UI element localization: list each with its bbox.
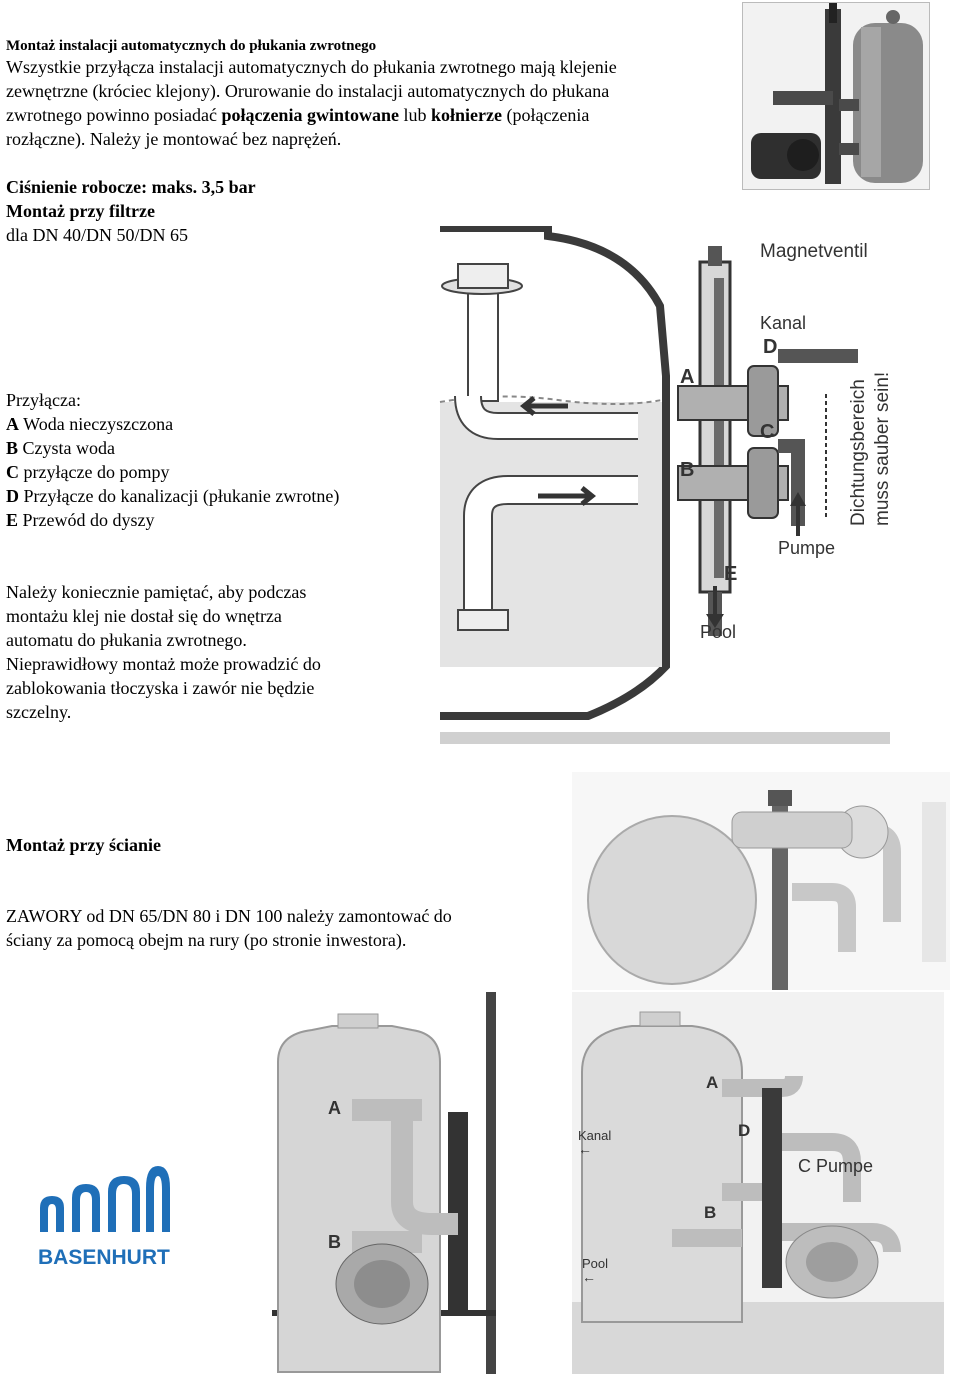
intro-line: zewnętrzne (króciec klejony). Orurowanie…	[6, 81, 610, 101]
arrow-left-icon: ←	[578, 1141, 592, 1157]
connection-letter: E	[6, 510, 19, 530]
connection-text: Przyłącze do kanalizacji (płukanie zwrot…	[19, 486, 340, 506]
logo-icon: BASENHURT	[38, 1166, 170, 1269]
connections-title: Przyłącza:	[6, 390, 81, 410]
list-item: C przyłącze do pompy	[6, 460, 339, 484]
filter-diagram: Magnetventil Kanal D A C B Pumpe E Pool …	[438, 226, 890, 744]
label-b: B	[680, 459, 694, 481]
label-b-right: B	[704, 1203, 716, 1222]
list-item: A Woda nieczyszczona	[6, 412, 339, 436]
label-a-left: A	[328, 1098, 341, 1118]
filter-subtitle: Montaż przy filtrze	[6, 201, 155, 221]
connection-letter: C	[6, 462, 19, 482]
wall-paragraph: ZAWORY od DN 65/DN 80 i DN 100 należy za…	[6, 904, 452, 952]
connection-letter: B	[6, 438, 19, 458]
warning-line: szczelny.	[6, 702, 72, 722]
filter-diagram-drawing: Magnetventil Kanal D A C B Pumpe E Pool …	[439, 226, 890, 744]
label-d-right: D	[738, 1121, 750, 1140]
connection-text: Czysta woda	[18, 438, 115, 458]
wall-mount-drawing	[572, 772, 950, 990]
dn-label: dla DN 40/DN 50/DN 65	[6, 225, 188, 245]
label-a: A	[680, 366, 694, 388]
wall-line: ZAWORY od DN 65/DN 80 i DN 100 należy za…	[6, 906, 452, 926]
label-a-right: A	[706, 1073, 718, 1092]
logo-text: BASENHURT	[38, 1246, 170, 1269]
wall-title: Montaż przy ścianie	[6, 835, 161, 855]
bottom-left-drawing: A B	[272, 992, 496, 1374]
pumpe-label: Pumpe	[778, 538, 835, 558]
list-item: E Przewód do dyszy	[6, 508, 339, 532]
bold-text: kołnierze	[430, 105, 502, 125]
intro-line: rozłączne). Należy je montować bez naprę…	[6, 129, 342, 149]
label-c: C	[760, 421, 774, 443]
pressure-label: Ciśnienie robocze: maks. 3,5 bar	[6, 177, 256, 197]
warning-line: montażu klej nie dostał się do wnętrza	[6, 606, 282, 626]
label-pool-right: Pool	[582, 1256, 608, 1271]
warning-paragraph: Należy koniecznie pamiętać, aby podczas …	[6, 580, 321, 724]
magnetventil-label: Magnetventil	[760, 241, 868, 262]
connections-list: Przyłącza: A Woda nieczyszczona B Czysta…	[6, 388, 339, 532]
arrow-left-icon: ←	[582, 1269, 596, 1285]
filter-photo-drawing	[743, 3, 929, 189]
connection-text: Woda nieczyszczona	[19, 414, 174, 434]
text-span: lub	[398, 105, 431, 125]
kanal-label: Kanal	[760, 313, 806, 333]
warning-line: automatu do płukania zwrotnego.	[6, 630, 247, 650]
text-span: zwrotnego powinno posiadać	[6, 105, 222, 125]
label-b-left: B	[328, 1232, 341, 1252]
dichtung-line2: muss sauber sein!	[872, 372, 890, 526]
warning-line: Nieprawidłowy montaż może prowadzić do	[6, 654, 321, 674]
connection-letter: A	[6, 414, 19, 434]
label-d: D	[763, 336, 777, 358]
label-kanal-right: Kanal	[578, 1128, 611, 1143]
list-item: D Przyłącze do kanalizacji (płukanie zwr…	[6, 484, 339, 508]
intro-paragraph: Wszystkie przyłącza instalacji automatyc…	[6, 55, 726, 151]
pool-label: Pool	[700, 622, 736, 642]
basenhurt-logo: BASENHURT	[34, 1158, 174, 1276]
label-c-pumpe-right: C Pumpe	[798, 1156, 873, 1176]
connection-text: Przewód do dyszy	[18, 510, 155, 530]
connection-text: przyłącze do pompy	[19, 462, 170, 482]
connection-letter: D	[6, 486, 19, 506]
bottom-right-diagram: A Kanal ← D C Pumpe B Pool ←	[572, 992, 944, 1374]
warning-line: Należy koniecznie pamiętać, aby podczas	[6, 582, 307, 602]
dichtung-line1: Dichtungsbereich	[848, 379, 869, 526]
bold-text: połączenia gwintowane	[221, 105, 399, 125]
label-e: E	[724, 563, 737, 585]
list-item: B Czysta woda	[6, 436, 339, 460]
text-span: (połączenia	[501, 105, 590, 125]
wall-mount-diagram	[572, 772, 950, 990]
bottom-left-diagram: A B	[272, 992, 496, 1374]
warning-line: zablokowania tłoczyska i zawór nie będzi…	[6, 678, 315, 698]
section-title: Montaż instalacji automatycznych do płuk…	[6, 38, 377, 54]
filter-photo	[742, 2, 930, 190]
bottom-right-drawing: A Kanal ← D C Pumpe B Pool ←	[572, 992, 944, 1374]
intro-line: zwrotnego powinno posiadać połączenia gw…	[6, 103, 726, 127]
intro-line: Wszystkie przyłącza instalacji automatyc…	[6, 57, 617, 77]
wall-line: ściany za pomocą obejm na rury (po stron…	[6, 930, 407, 950]
